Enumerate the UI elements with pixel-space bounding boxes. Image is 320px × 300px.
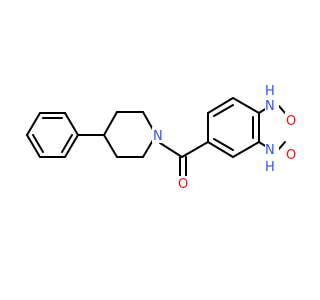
chemical-structure: N O H N N H O O: [26, 84, 297, 192]
nh-bottom-n-label: N: [265, 143, 275, 158]
carbonyl-o-upper-label: O: [286, 114, 296, 129]
nh-top-n-label: N: [265, 99, 275, 114]
carbonyl-o-lower-label: O: [286, 148, 296, 163]
piperidine-ring: [77, 111, 157, 158]
benzo-ring: [207, 97, 260, 158]
nh-bottom-h-label: H: [265, 160, 275, 175]
amide-o-label: O: [178, 177, 188, 192]
phenyl-ring: [26, 112, 79, 158]
atom-labels: N O H N N H O O: [152, 84, 297, 192]
piperidine-n-label: N: [153, 129, 163, 144]
nh-top-h-label: H: [265, 84, 275, 99]
amide-linker: [159, 141, 209, 177]
